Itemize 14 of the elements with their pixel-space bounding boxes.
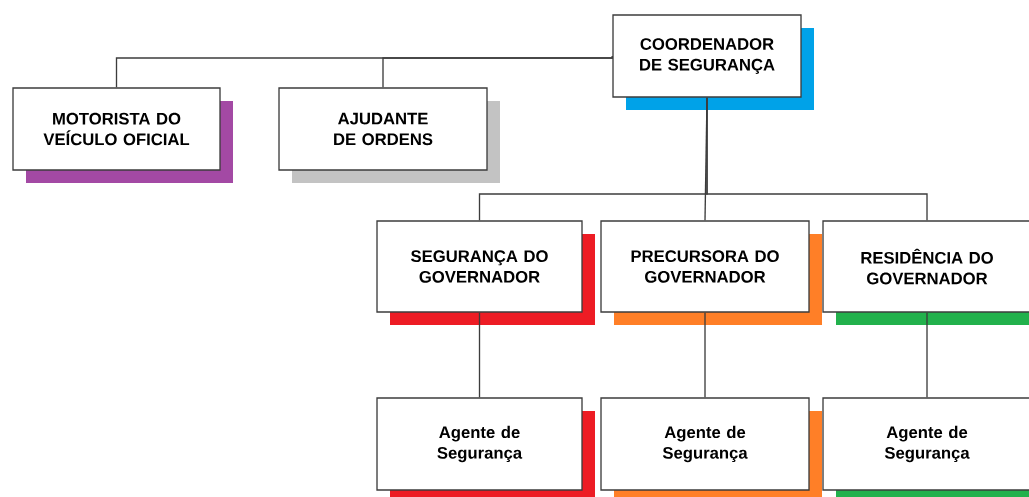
org-box: SEGURANÇA DO GOVERNADOR bbox=[376, 220, 595, 325]
org-box: Agente de Segurança bbox=[822, 397, 1029, 497]
org-box: AJUDANTE DE ORDENS bbox=[278, 87, 500, 183]
connector-line bbox=[704, 312, 706, 398]
connector-line bbox=[706, 97, 928, 221]
org-box: Agente de Segurança bbox=[600, 397, 822, 497]
org-box: PRECURSORA DO GOVERNADOR bbox=[600, 220, 822, 325]
org-box: RESIDÊNCIA DO GOVERNADOR bbox=[822, 220, 1029, 325]
org-box: MOTORISTA DO VEÍCULO OFICIAL bbox=[12, 87, 233, 183]
connector-line bbox=[926, 312, 928, 398]
connector-line bbox=[478, 312, 481, 398]
org-box: COORDENADOR DE SEGURANÇA bbox=[612, 14, 814, 110]
org-box: Agente de Segurança bbox=[376, 397, 595, 497]
connector-line bbox=[382, 55, 613, 88]
